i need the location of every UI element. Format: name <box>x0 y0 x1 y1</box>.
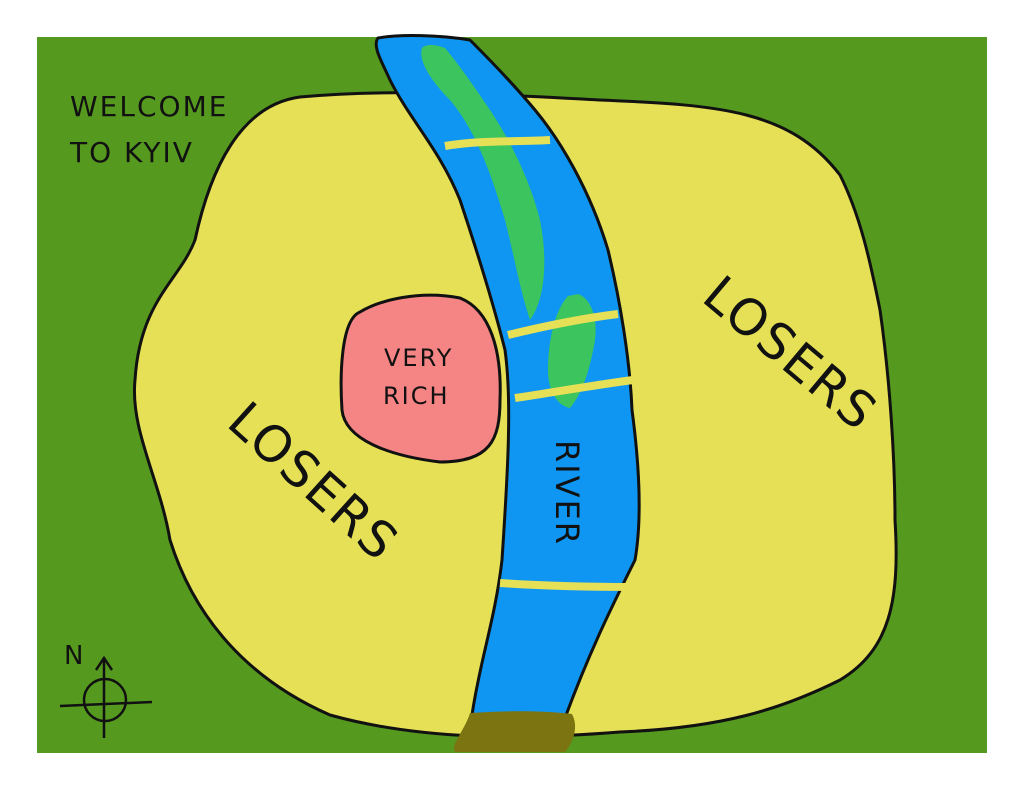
bridge-2 <box>507 310 619 339</box>
river-delta <box>453 711 576 752</box>
bridge-1 <box>444 136 551 150</box>
compass-rose-icon <box>59 655 153 738</box>
welcome-line-2: TO KYIV <box>69 136 194 169</box>
very-rich-label-line-1: VERY <box>384 344 453 372</box>
river <box>374 34 641 720</box>
rich-district <box>339 293 502 464</box>
bridge-3 <box>514 376 634 402</box>
very-rich-label-line-2: RICH <box>383 382 450 410</box>
compass-north-label: N <box>64 641 83 671</box>
island-north <box>421 45 545 320</box>
welcome-line-1: WELCOME <box>70 90 228 123</box>
river-label: RIVER <box>548 440 586 546</box>
bridge-4 <box>499 579 633 591</box>
